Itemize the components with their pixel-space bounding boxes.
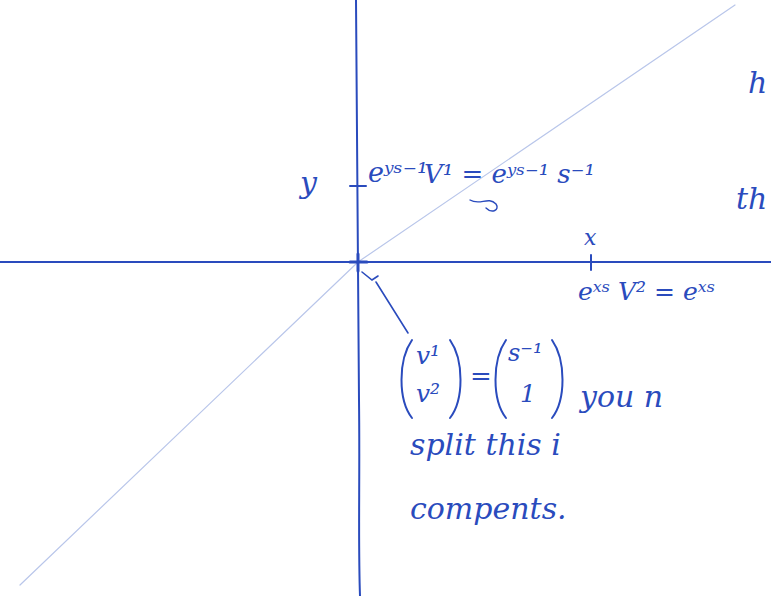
axis-label: y [300, 166, 317, 199]
equals-sign: = [470, 362, 492, 391]
matrix-paren [552, 340, 563, 418]
text-fragment: th [736, 182, 767, 215]
math-expression: eˣˢ V² = eˣˢ [578, 278, 715, 306]
matrix-paren [450, 340, 461, 418]
x-axis [0, 261, 771, 264]
diagonal-line [20, 5, 735, 585]
matrix-paren [496, 340, 507, 418]
handwritten-note: you n [580, 380, 663, 413]
math-expression: eʸˢ⁻¹ [368, 158, 428, 188]
vector-entry: 1 [520, 380, 536, 408]
y-tick [350, 185, 366, 187]
vector-entry: v² [416, 380, 440, 408]
handwritten-note: compents. [410, 492, 567, 525]
math-expression: V¹ = eʸˢ⁻¹ s⁻¹ [424, 160, 595, 189]
x-tick [584, 255, 598, 270]
axis-label: x [584, 226, 596, 250]
matrix-paren [402, 340, 413, 418]
text-fragment: h [748, 66, 767, 99]
scribble [470, 200, 497, 211]
leader-line [362, 272, 408, 333]
y-axis [356, 0, 360, 596]
vector-entry: v¹ [416, 342, 440, 370]
origin-mark [350, 254, 367, 271]
vector-entry: s⁻¹ [508, 340, 543, 366]
handwritten-note: split this i [410, 428, 561, 461]
